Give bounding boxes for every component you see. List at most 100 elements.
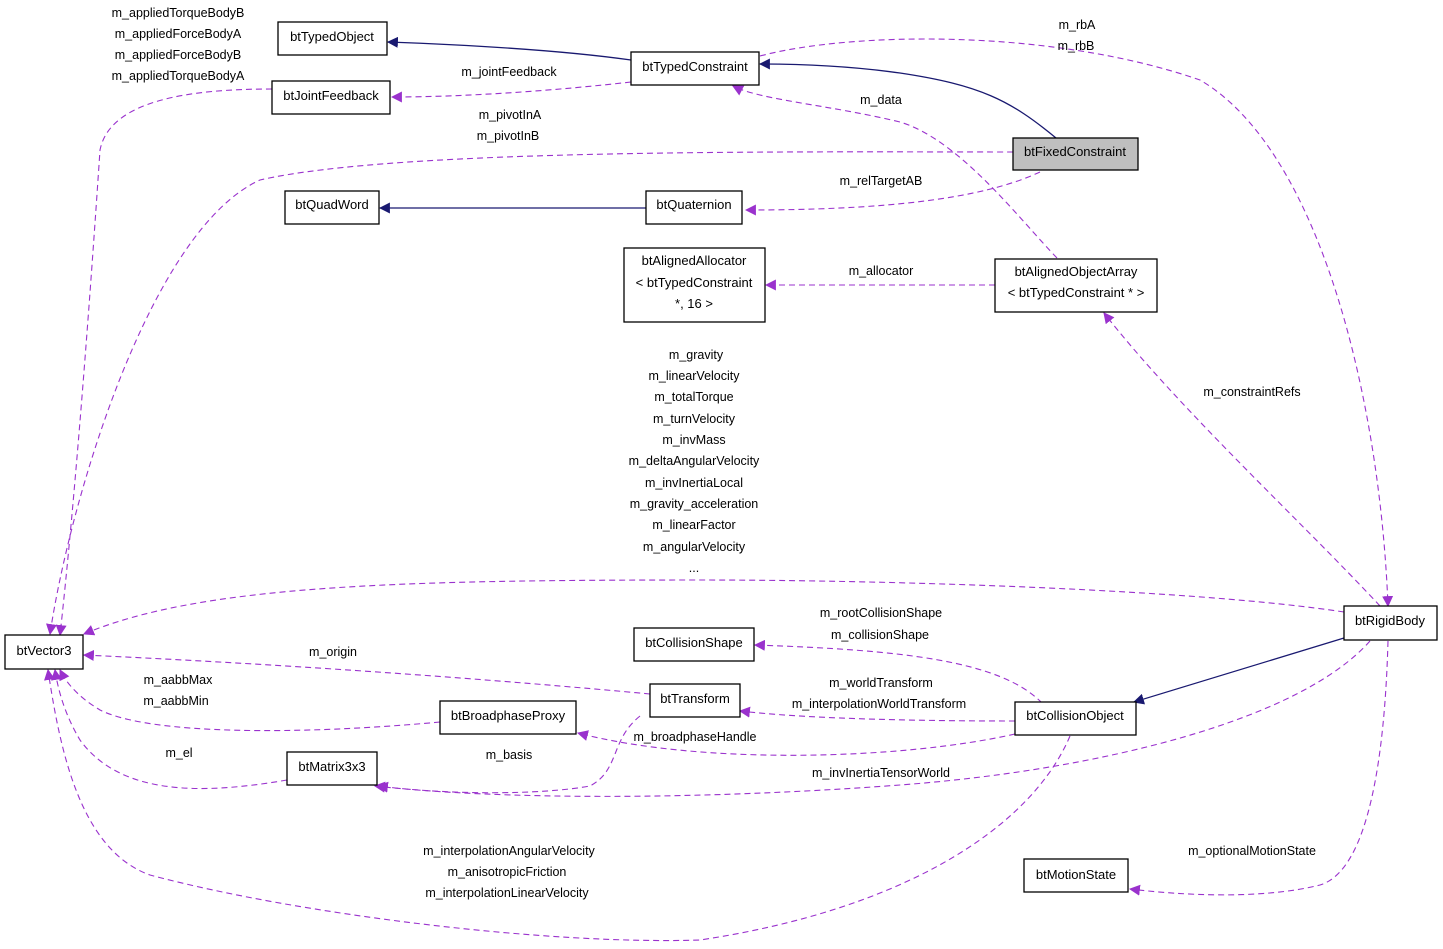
edge-label: m_linearVelocity [648,369,740,383]
edge-rigidbody-to-collisionobject [1132,637,1345,705]
node-bttypedconstraint[interactable]: btTypedConstraint [630,51,760,86]
edge-transform-to-matrix3x3 [376,715,641,794]
node-label: btBroadphaseProxy [451,708,566,723]
edge-collisionobject-to-broadphaseproxy [576,730,1016,756]
edge-collisionobject-to-vector3 [44,668,1071,942]
edge-label: m_collisionShape [831,628,929,642]
node-btalignedobjectarray[interactable]: btAlignedObjectArray < btTypedConstraint… [994,258,1158,313]
edge-label: m_deltaAngularVelocity [629,454,760,468]
edge-rigidbody-to-typedconstraint [759,38,1394,608]
node-btjointfeedback[interactable]: btJointFeedback [271,80,391,115]
node-label: btRigidBody [1355,613,1426,628]
edge-rigidbody-to-vector3 [82,579,1345,636]
node-btquaternion[interactable]: btQuaternion [645,190,743,225]
edge-label: m_worldTransform [829,676,933,690]
node-btbroadphaseproxy[interactable]: btBroadphaseProxy [439,700,577,735]
edge-typedconstraint-to-typedobject [386,36,632,61]
node-label: btCollisionShape [645,635,743,650]
label-interpolation: m_interpolationAngularVelocity m_anisotr… [423,844,595,900]
edge-label: ... [689,561,699,575]
edge-fixedconstraint-to-typedconstraint [758,58,1057,139]
label-worldtransform: m_worldTransform m_interpolationWorldTra… [792,676,966,711]
label-reltarget: m_relTargetAB [840,174,923,188]
edge-label: m_aabbMin [143,694,208,708]
node-box [649,683,741,718]
node-btmatrix3x3[interactable]: btMatrix3x3 [286,751,378,786]
label-broadphasehandle: m_broadphaseHandle [633,730,756,744]
node-box [645,190,743,225]
edge-label: m_pivotInB [477,129,540,143]
label-rigidbody-vectors: m_gravity m_linearVelocity m_totalTorque… [629,348,760,575]
edge-label: m_turnVelocity [653,412,736,426]
node-btmotionstate[interactable]: btMotionState [1023,858,1129,893]
node-label-line: < btTypedConstraint [636,275,753,290]
edge-label: m_anisotropicFriction [448,865,567,879]
node-label: btCollisionObject [1026,708,1124,723]
label-motionstate: m_optionalMotionState [1188,844,1316,858]
edge-label: m_invMass [662,433,725,447]
node-label: btTypedConstraint [642,59,748,74]
node-btcollisionshape[interactable]: btCollisionShape [633,627,755,662]
edge-label: m_pivotInA [479,108,542,122]
edge-jointfeedback-to-vector3 [55,88,273,637]
node-label: btTypedObject [290,29,374,44]
label-jointfeedback: m_jointFeedback [461,65,557,79]
node-box [630,51,760,86]
node-box [623,247,766,323]
edge-label: m_interpolationLinearVelocity [425,886,589,900]
edge-transform-to-vector3 [82,649,651,695]
edge-typedconstraint-to-jointfeedback [390,81,632,103]
edge-rigidbody-to-matrix3x3 [373,640,1371,797]
node-btvector3[interactable]: btVector3 [4,634,84,670]
edge-label: m_interpolationWorldTransform [792,697,966,711]
edge-label: m_totalTorque [654,390,733,404]
label-pivot: m_pivotInA m_pivotInB [477,108,542,143]
inheritance-edges [378,36,1345,705]
node-label: btQuaternion [656,197,731,212]
node-bttypedobject[interactable]: btTypedObject [277,21,388,56]
edge-rigidbody-to-alignedobjectarray [1103,312,1381,607]
node-label: btJointFeedback [283,88,379,103]
node-label: btVector3 [17,643,72,658]
edge-label: m_rbB [1058,39,1095,53]
edge-fixedconstraint-to-quaternion [744,171,1041,216]
label-rb: m_rbA m_rbB [1058,18,1096,53]
edge-label: m_invInertiaLocal [645,476,743,490]
node-label: btQuadWord [295,197,368,212]
node-label: btFixedConstraint [1024,144,1126,159]
node-box [439,700,577,735]
label-data: m_data [860,93,902,107]
edge-alignedobjectarray-to-typedconstraint [732,85,1058,259]
edge-label: m_aabbMax [144,673,214,687]
node-label-line: btAlignedObjectArray [1015,264,1138,279]
node-btcollisionobject[interactable]: btCollisionObject [1014,701,1137,736]
node-label-line: btAlignedAllocator [642,253,747,268]
edge-label: m_rootCollisionShape [820,606,942,620]
edge-label: m_rbA [1059,18,1096,32]
node-box [4,634,84,670]
edge-collisionobject-to-collisionshape [753,639,1043,704]
node-btquadword[interactable]: btQuadWord [284,190,380,225]
node-label: btMatrix3x3 [298,759,365,774]
node-btfixedconstraint[interactable]: btFixedConstraint [1012,137,1139,171]
node-bttransform[interactable]: btTransform [649,683,741,718]
node-box [286,751,378,786]
node-label: btTransform [660,691,730,706]
node-label-line: *, 16 > [675,296,713,311]
edge-label: m_gravity [669,348,724,362]
edge-label: m_appliedTorqueBodyB [112,6,245,20]
label-el: m_el [165,746,192,760]
node-btrigidbody[interactable]: btRigidBody [1343,605,1438,641]
edge-label: m_appliedForceBodyB [115,48,241,62]
node-box [277,21,388,56]
label-origin: m_origin [309,645,357,659]
label-basis: m_basis [486,748,533,762]
edge-rigidbody-to-motionstate [1128,640,1389,896]
node-box [1012,137,1139,171]
edge-collisionobject-to-transform [738,706,1016,722]
node-label: btMotionState [1036,867,1116,882]
edge-broadphaseproxy-to-vector3 [59,669,441,732]
label-aabb: m_aabbMax m_aabbMin [143,673,213,708]
node-btalignedallocator[interactable]: btAlignedAllocator < btTypedConstraint *… [623,247,766,323]
